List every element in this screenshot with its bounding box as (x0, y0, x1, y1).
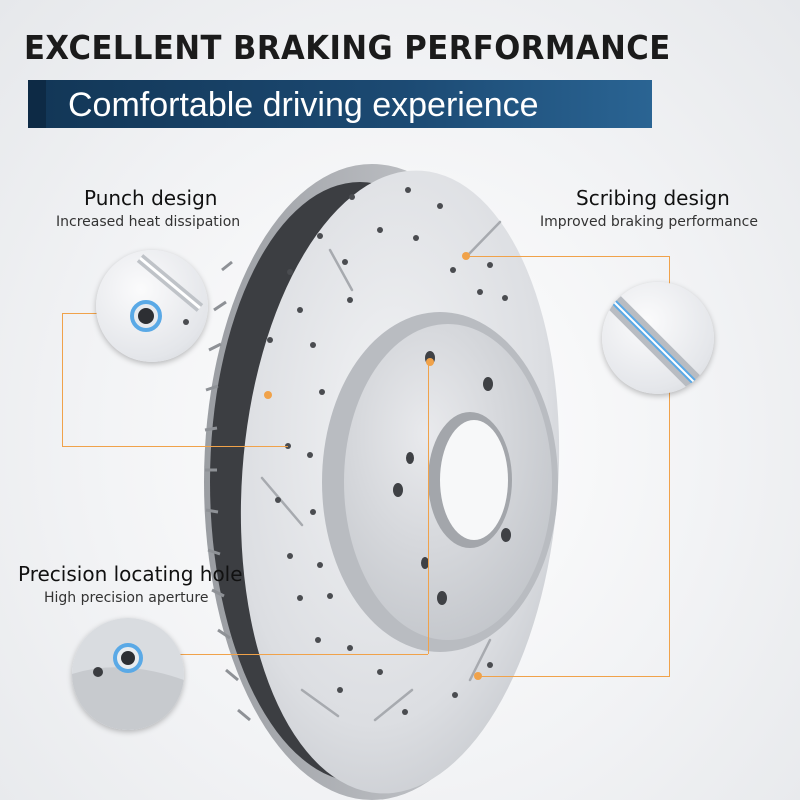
locating-hole-title: Precision locating hole (18, 562, 243, 586)
headline: EXCELLENT BRAKING PERFORMANCE (24, 28, 671, 67)
scribe-callout-line-h2 (478, 676, 670, 677)
scribe-slots (260, 220, 502, 722)
punch-design-title: Punch design (84, 186, 218, 210)
subheadline: Comfortable driving experience (68, 86, 539, 124)
scribe-slot-closeup (602, 289, 709, 394)
scribe-callout-line-h (466, 256, 670, 257)
locating-callout-line-h (180, 654, 428, 655)
scribing-design-title: Scribing design (576, 186, 730, 210)
punch-design-subtitle: Increased heat dissipation (56, 214, 241, 230)
locating-hole-subtitle: High precision aperture (44, 590, 209, 606)
scribe-callout-line-v (669, 256, 670, 676)
locating-hole-zoom-view (72, 618, 184, 730)
punch-callout-line-v (62, 313, 63, 447)
punch-hole-closeup (130, 254, 204, 332)
scribing-design-subtitle: Improved braking performance (540, 214, 758, 230)
locating-callout-line (428, 362, 429, 654)
subheadline-banner: Comfortable driving experience (28, 80, 652, 128)
banner-accent (28, 80, 46, 128)
punch-callout-dot (264, 391, 272, 399)
center-bore (440, 420, 508, 540)
cooling-vanes (204, 260, 251, 722)
locating-hole-closeup (72, 618, 184, 730)
lug-holes (393, 351, 511, 605)
punch-callout-line-h (62, 313, 98, 314)
scribing-zoom-view (602, 282, 714, 394)
punch-zoom-view (96, 250, 208, 362)
punch-callout-line-h2 (62, 446, 288, 447)
